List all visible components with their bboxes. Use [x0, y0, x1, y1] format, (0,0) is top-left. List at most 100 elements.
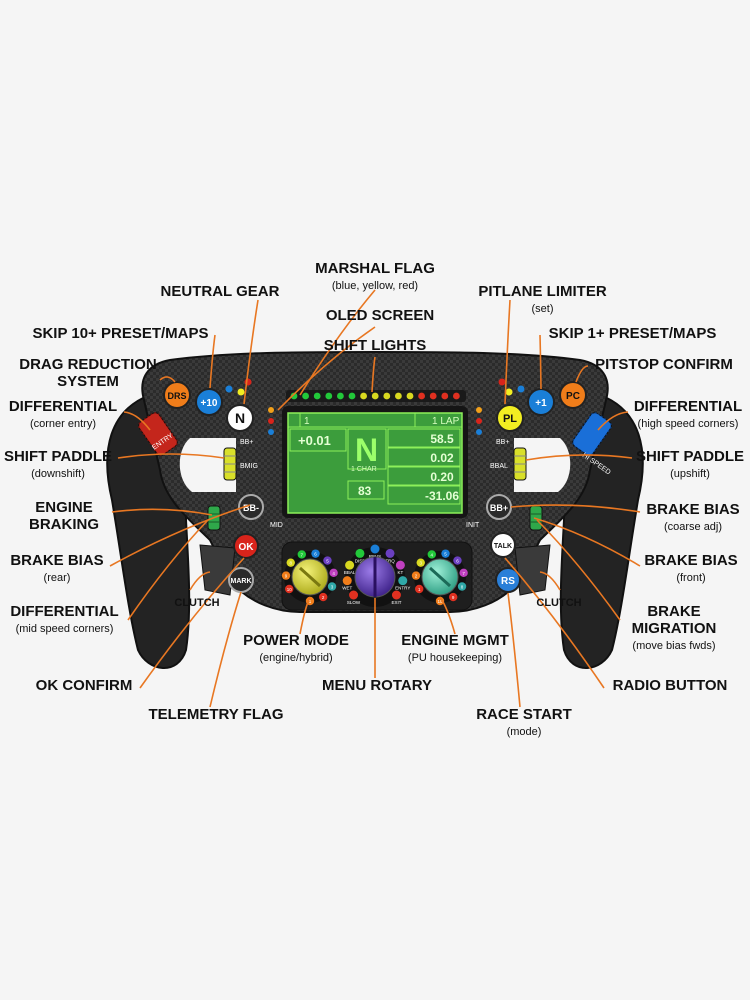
- leader-line: [504, 299, 511, 405]
- power-mode-number: 4: [332, 571, 335, 576]
- engine-mgmt-position: [453, 556, 462, 565]
- shift-light: [337, 392, 344, 400]
- differential-entry-rotary[interactable]: [137, 411, 180, 458]
- pl-button[interactable]: [496, 404, 524, 432]
- neutral-button-label: N: [235, 410, 245, 426]
- leader-line: [109, 504, 251, 567]
- label-power-mode: POWER MODE(engine/hybrid): [243, 632, 349, 664]
- leader-line: [117, 453, 225, 459]
- right-paddle-slot: [514, 438, 571, 492]
- power-mode-position: [297, 550, 306, 559]
- bbal-thumbwheel[interactable]: [513, 447, 527, 481]
- leader-line: [539, 571, 561, 591]
- menu-rotary-position: [370, 544, 380, 554]
- leader-line: [507, 592, 521, 708]
- power-mode-position: [327, 582, 337, 591]
- leader-line: [299, 289, 376, 396]
- leader-line: [575, 365, 589, 383]
- led-yellow-left: [237, 388, 245, 396]
- menu-rotary-position: [349, 590, 359, 600]
- power-mode-number: 7: [301, 552, 304, 557]
- oled-screen: [287, 412, 463, 514]
- screen-top-left: 1: [304, 416, 310, 427]
- screen-v2: 0.02: [430, 451, 454, 465]
- display-area: 1 1 LAP +0.01 N 1 CHAR 58.50.020.20-31.0…: [268, 390, 482, 518]
- label-shift-down: SHIFT PADDLE(downshift): [3, 448, 113, 480]
- neutral-button[interactable]: [226, 404, 254, 432]
- label-clutch-left: CLUTCH: [174, 597, 220, 609]
- shift-light: [313, 392, 321, 400]
- marshal-led-left: [268, 429, 274, 435]
- screen-top-right: 1 LAP: [432, 416, 460, 427]
- shift-light: [290, 392, 298, 400]
- leader-line: [504, 557, 605, 689]
- leader-line: [189, 571, 211, 591]
- marshal-led-right: [476, 418, 482, 424]
- label-race-start: RACE START(mode): [476, 706, 572, 738]
- label-menu-rotary: MENU ROTARY: [322, 677, 432, 694]
- shift-light: [371, 392, 379, 400]
- leader-lines: [109, 289, 641, 708]
- power-mode-number: 1: [309, 599, 312, 604]
- label-clutch-right: CLUTCH: [536, 597, 582, 609]
- menu-rotary-position: [385, 548, 395, 558]
- leader-line: [209, 591, 242, 708]
- label-shift-lights: SHIFT LIGHTS: [323, 337, 427, 354]
- engine-mgmt-number: 10: [437, 599, 443, 604]
- talk-button[interactable]: [490, 532, 516, 558]
- bbplus-right-small: BB+: [496, 439, 509, 446]
- shift-light: [441, 392, 449, 400]
- label-neutral-gear: NEUTRAL GEAR: [160, 283, 280, 300]
- marshal-led-left: [268, 418, 274, 424]
- clutch-paddle-right[interactable]: [514, 544, 551, 596]
- led-blue-right: [517, 385, 525, 393]
- leader-line: [139, 557, 245, 689]
- pc-button-label: PC: [566, 391, 580, 402]
- bmig-thumbwheel[interactable]: [223, 447, 237, 481]
- leader-line: [111, 508, 213, 516]
- leader-line: [510, 504, 641, 513]
- engine-mgmt-number: 7: [462, 571, 465, 576]
- engine-mgmt-number: 5: [444, 552, 447, 557]
- leader-line: [439, 596, 456, 635]
- shift-light: [302, 392, 309, 400]
- engine-mgmt-number: 3: [419, 561, 422, 566]
- label-skip10: SKIP 10+ PRESET/MAPS: [32, 325, 209, 342]
- label-ok-confirm: OK CONFIRM: [35, 677, 133, 694]
- rs-button[interactable]: [495, 567, 521, 593]
- pc-button[interactable]: [559, 381, 587, 409]
- label-diff-high: DIFFERENTIAL(high speed corners): [633, 398, 743, 430]
- power-mode-number: 9: [285, 574, 288, 579]
- screen-gear-sub: 1 CHAR: [351, 466, 377, 473]
- label-brake-bias-front: BRAKE BIAS(front): [644, 552, 738, 584]
- power-mode-position: [323, 556, 332, 565]
- label-oled-screen: OLED SCREEN: [325, 307, 435, 324]
- label-pitstop-confirm: PITSTOP CONFIRM: [595, 356, 733, 373]
- ok-button[interactable]: [233, 533, 259, 559]
- screen-delta: +0.01: [298, 433, 331, 448]
- led-blue-left: [225, 385, 233, 393]
- ok-button-label: OK: [239, 542, 255, 553]
- label-radio-button: RADIO BUTTON: [612, 677, 728, 694]
- engine-mgmt-position: [457, 582, 467, 591]
- drs-button[interactable]: [163, 381, 191, 409]
- marshal-led-right: [476, 407, 482, 413]
- plus10-button[interactable]: [195, 388, 223, 416]
- bb-minus-button[interactable]: [238, 494, 264, 520]
- power-mode-number: 10: [287, 587, 293, 592]
- power-mode-position: [281, 571, 291, 580]
- talk-button-label: TALK: [494, 543, 512, 550]
- menu-rotary-position: [398, 576, 408, 586]
- shift-light: [429, 392, 437, 400]
- engine-mgmt-position: [459, 568, 468, 578]
- bmig-label: BMIG: [240, 463, 258, 470]
- differential-hi-speed-rotary[interactable]: [571, 411, 614, 458]
- engine-mgmt-number: 1: [418, 587, 421, 592]
- mid-label: MID: [270, 522, 283, 529]
- left-paddle-slot: [179, 438, 236, 492]
- power-mode-number: 8: [289, 561, 292, 566]
